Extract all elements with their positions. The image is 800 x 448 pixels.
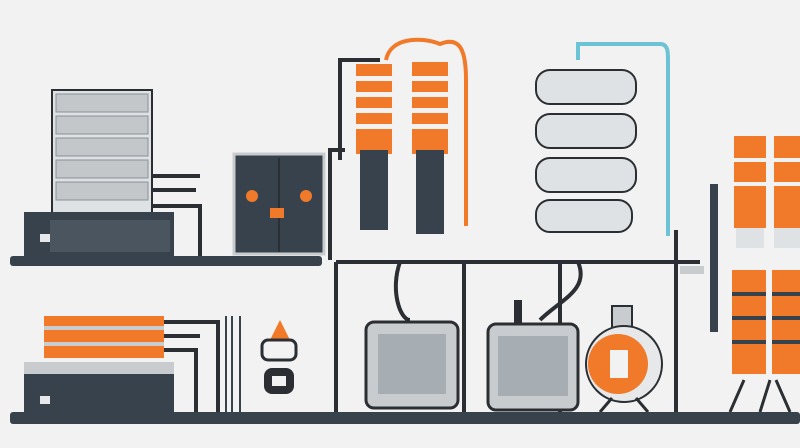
grille-units (364, 300, 580, 412)
bottom-left-battery-rack (24, 316, 241, 416)
right-orange-stacks (728, 136, 800, 413)
small-orange-device (260, 320, 298, 394)
orange-columns (328, 37, 468, 260)
orange-gauge-unit (585, 305, 663, 413)
floor-line (10, 412, 800, 424)
cylinder-stack (535, 42, 670, 236)
top-left-battery-rack (10, 89, 322, 266)
control-cabinet (232, 152, 326, 256)
